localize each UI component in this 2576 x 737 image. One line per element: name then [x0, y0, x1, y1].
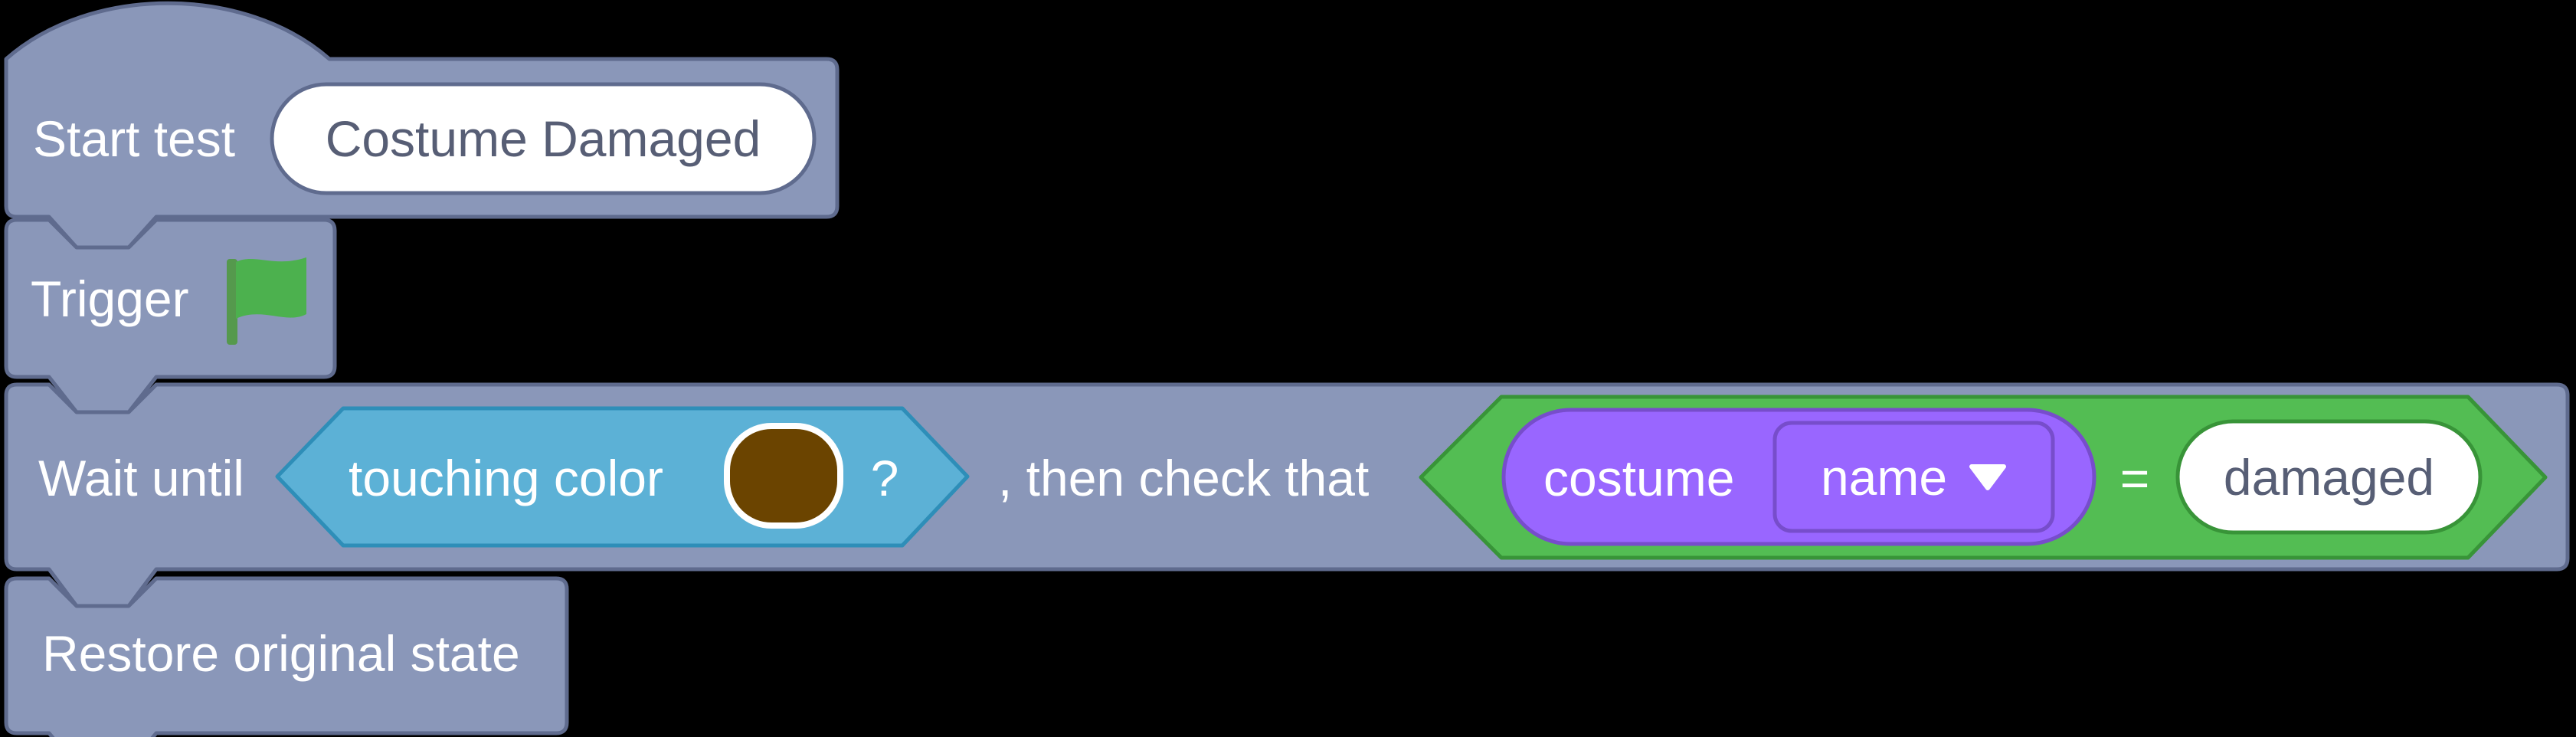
test-name-oval[interactable]: [270, 82, 817, 195]
restore-label: Restore original state: [42, 625, 520, 682]
then-check-that-label: , then check that: [998, 450, 1370, 506]
question-mark-label: ?: [870, 450, 899, 506]
test-name-input[interactable]: Costume Damaged: [325, 110, 761, 167]
trigger-label: Trigger: [31, 270, 189, 327]
green-flag-icon: [227, 257, 306, 345]
restore-block-shape[interactable]: [4, 576, 569, 737]
dropdown-value-label: name: [1820, 448, 1948, 506]
expected-value-oval[interactable]: [2175, 419, 2483, 535]
color-swatch-input[interactable]: [724, 423, 843, 529]
wait-until-label: Wait until: [38, 450, 244, 506]
expected-value-input[interactable]: damaged: [2223, 448, 2435, 506]
chevron-down-icon: [1969, 463, 2007, 490]
equals-operator-label: =: [2119, 450, 2150, 506]
touching-color-label: touching color: [349, 450, 663, 506]
costume-reporter-label: costume: [1543, 450, 1735, 506]
start-test-label: Start test: [33, 110, 236, 167]
costume-attribute-dropdown[interactable]: name: [1775, 423, 2053, 531]
costume-dropdown-shape[interactable]: [1772, 421, 2055, 533]
